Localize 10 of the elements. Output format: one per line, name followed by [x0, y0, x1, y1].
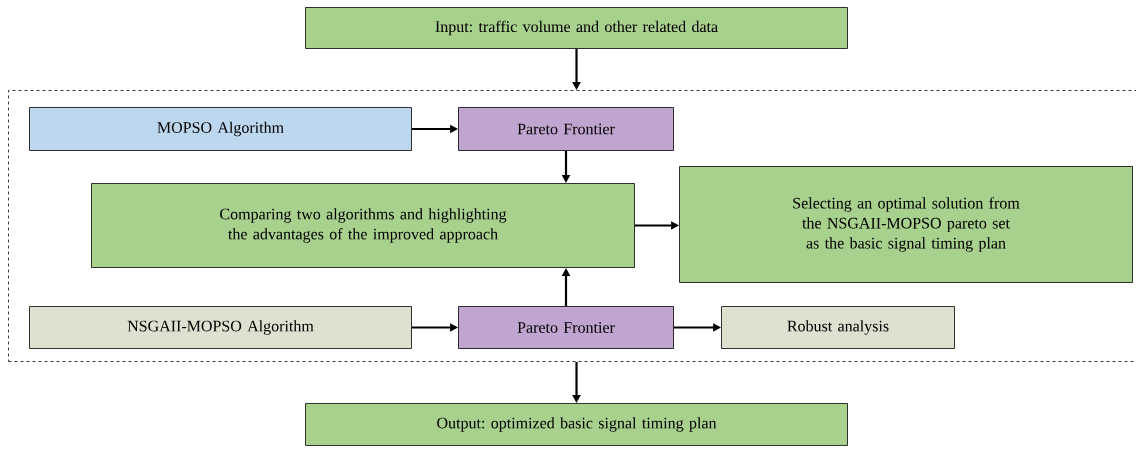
process-box: Pareto Frontier — [458, 107, 674, 151]
process-box: Robust analysis — [721, 306, 955, 349]
dashed-frame — [8, 90, 1136, 362]
process-box: NSGAII-MOPSO Algorithm — [29, 306, 412, 349]
process-box: Output: optimized basic signal timing plan — [305, 403, 848, 446]
process-box: Comparing two algorithms and highlighting the advantages of the improved approach — [91, 183, 635, 268]
process-box: Input: traffic volume and other related data — [305, 7, 848, 49]
process-box: MOPSO Algorithm — [29, 107, 412, 151]
process-box: Pareto Frontier — [458, 306, 674, 349]
process-box: Selecting an optimal solution from the NSGAII-MOPSO pareto set as the basic signal timing plan — [679, 166, 1133, 283]
